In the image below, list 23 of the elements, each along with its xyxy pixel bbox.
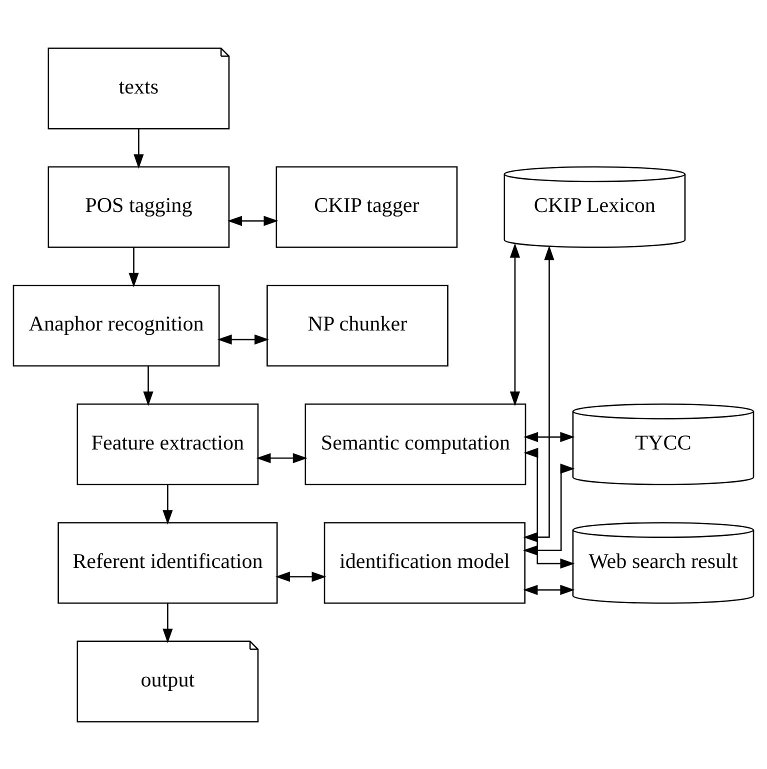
arrow xyxy=(162,602,173,643)
arrow xyxy=(128,247,139,287)
arrow xyxy=(162,484,173,524)
node-box: identification model xyxy=(324,522,526,604)
arrow xyxy=(523,245,554,542)
node-box: CKIP tagger xyxy=(276,166,458,248)
node-box: Feature extraction xyxy=(76,402,259,485)
arrow xyxy=(523,584,575,595)
node-box: Semantic computation xyxy=(304,402,526,485)
node-box: POS tagging xyxy=(48,166,230,248)
arrow xyxy=(256,452,308,463)
node-box: Referent identification xyxy=(58,522,278,604)
arrow xyxy=(522,463,575,555)
arrow xyxy=(134,128,144,168)
node-box: Anaphor recognition xyxy=(12,284,220,366)
arrow xyxy=(524,431,575,442)
arrow xyxy=(227,215,278,226)
node-box: NP chunker xyxy=(266,284,448,366)
arrow xyxy=(217,334,270,344)
arrow xyxy=(510,242,520,406)
arrow xyxy=(143,366,154,406)
arrow xyxy=(275,571,326,582)
arrow xyxy=(524,447,575,568)
